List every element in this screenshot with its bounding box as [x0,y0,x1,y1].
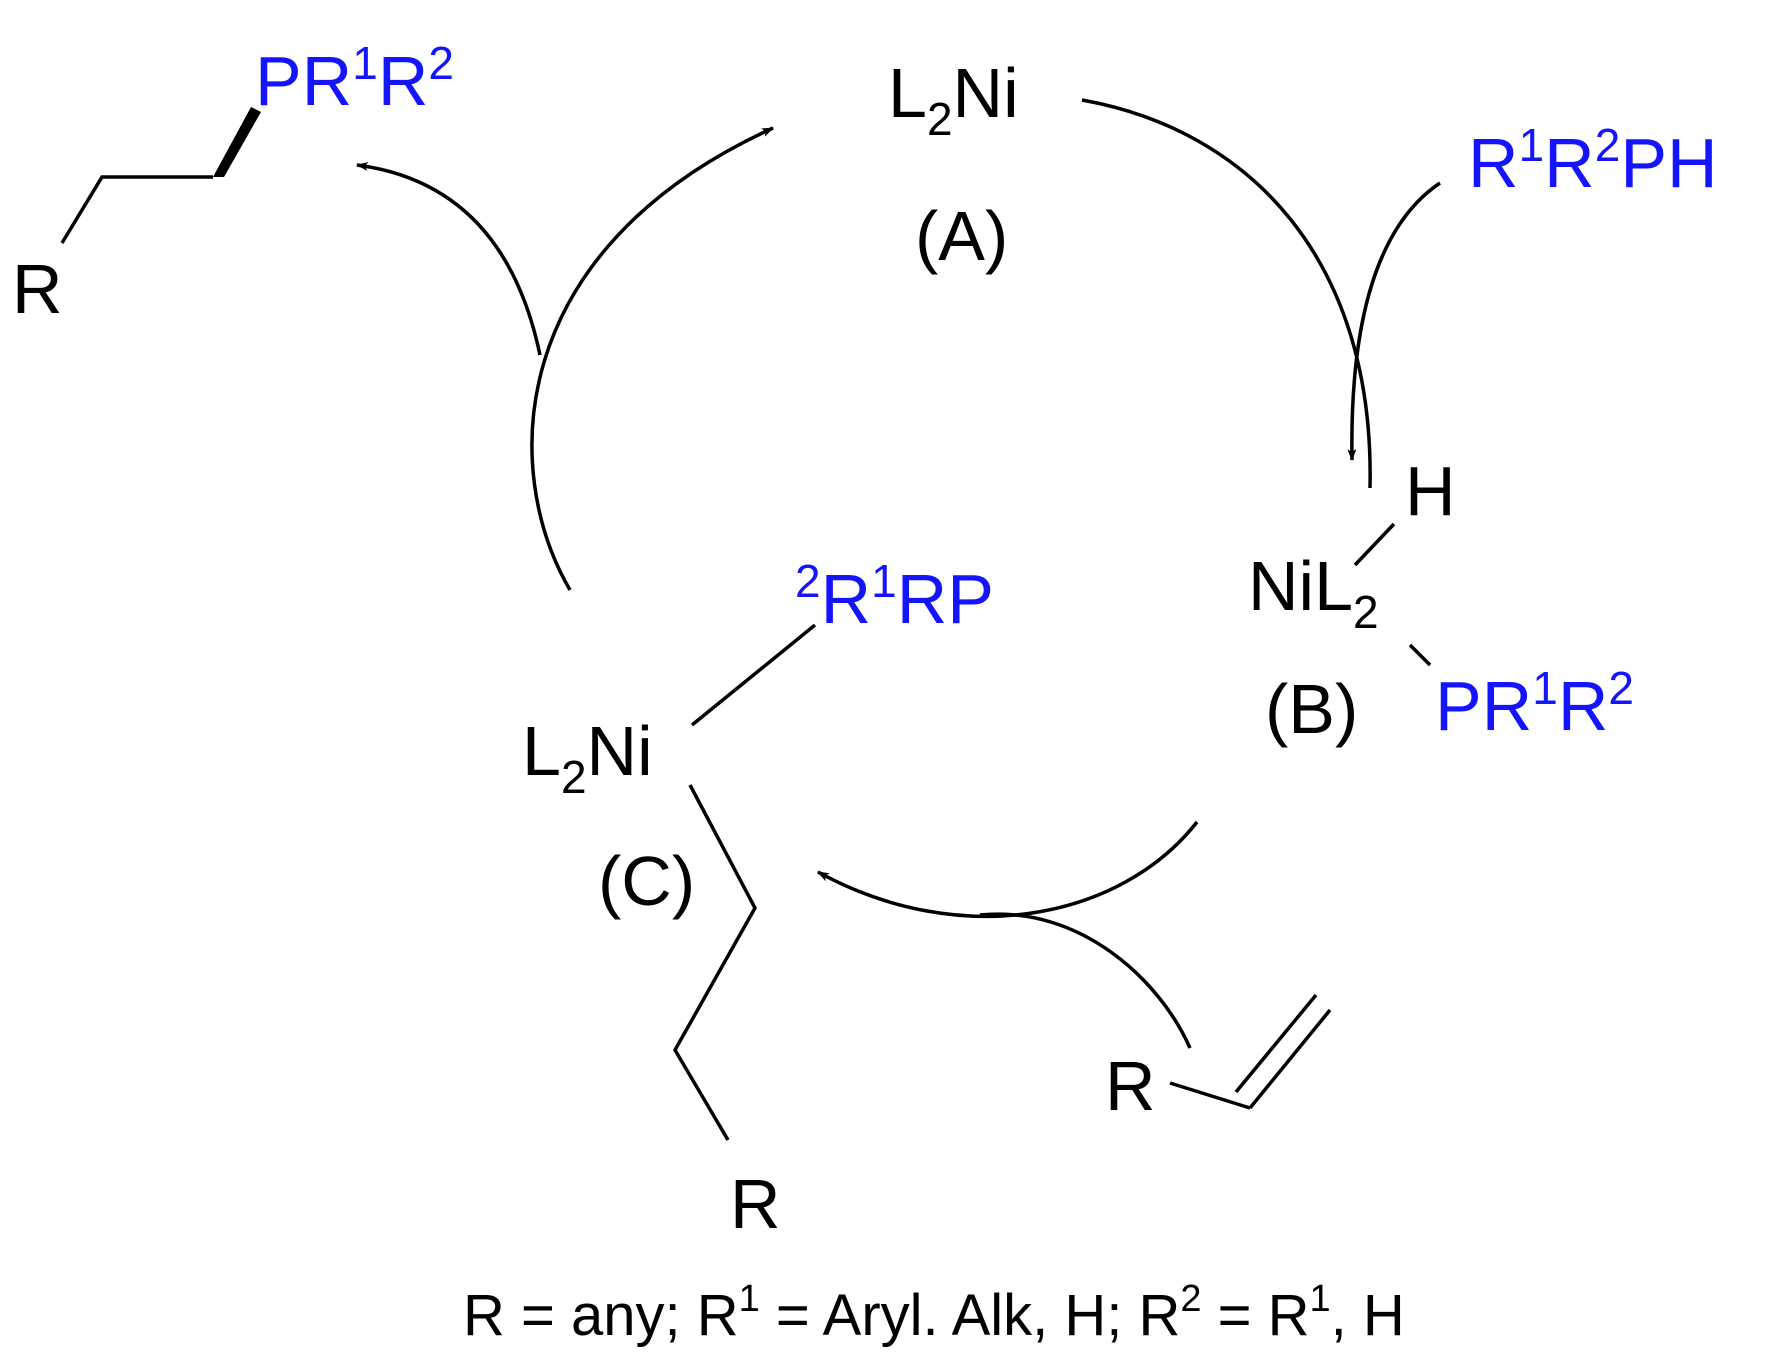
substituent-legend: R = any; R1 = Aryl. Alk, H; R2 = R1, H [463,1278,1405,1348]
product-r-group: R [12,250,63,328]
species-b-hydride: H [1405,452,1456,530]
species-c-metal: L2Ni [522,712,653,803]
product-wedge-bond [213,107,261,177]
species-c-alkyl-chain [672,784,757,1141]
arrow-alkene-entry [979,912,1192,1049]
phosphine-reagent: R1R2PH [1468,119,1718,202]
species-c-p-bond [690,623,817,727]
species-a-label: (A) [915,197,1008,275]
species-a: L2Ni (A) [888,54,1019,275]
species-b-label: (B) [1265,670,1358,748]
species-c-phosphide: 2R1RP [795,555,994,638]
alkene-reagent: R [1105,993,1332,1125]
species-b-p-bond [1408,643,1432,667]
species-b: H NiL2 PR1R2 (B) [1248,452,1634,748]
product-molecule: PR1R2 R [12,37,454,328]
arrow-product-release [356,161,542,356]
species-c-r-group: R [730,1165,781,1243]
species-b-phosphide: PR1R2 [1435,662,1634,745]
species-b-metal: NiL2 [1248,547,1379,638]
arrow-c-to-a [530,126,774,591]
arrow-phosphine-entry [1347,181,1441,461]
alkene-double-bond-b [1234,993,1318,1094]
alkene-r-group: R [1105,1047,1156,1125]
species-c: 2R1RP L2Ni (C) R [522,555,994,1243]
species-a-formula: L2Ni [888,54,1019,145]
species-c-label: (C) [598,842,695,920]
arrow-a-to-b [1081,98,1372,489]
product-chain-bonds [60,175,213,244]
product-phosphine-group: PR1R2 [255,37,454,120]
species-b-h-bond [1353,522,1396,567]
arrow-b-to-c [817,820,1199,918]
alkene-single-bond [1169,1081,1251,1110]
alkene-double-bond-a [1248,1008,1332,1110]
